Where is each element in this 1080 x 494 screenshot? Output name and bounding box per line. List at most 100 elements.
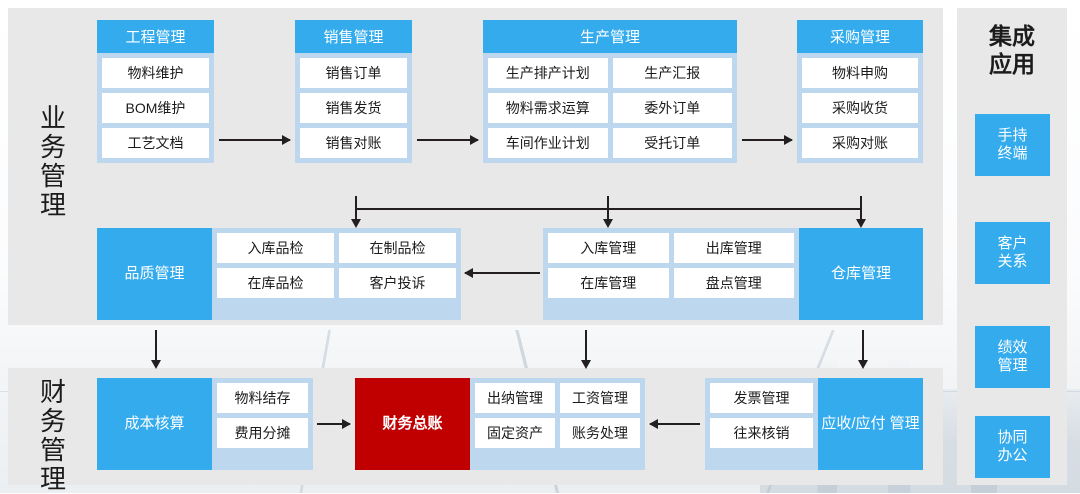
module-cell[interactable]: 出库管理 (673, 233, 794, 263)
app-tile-line: 协同 (997, 428, 1028, 446)
module-cell[interactable]: 账务处理 (560, 418, 640, 448)
module-cell[interactable]: 费用分摊 (217, 418, 308, 448)
module-cell[interactable]: 出纳管理 (475, 383, 555, 413)
module-row: 生产排产计划 生产汇报 (488, 58, 732, 88)
app-tile-line: 绩效 (997, 338, 1028, 356)
module-cell[interactable]: 工艺文档 (102, 128, 209, 158)
group-header-receivable-payable: 应收/应付 管理 (818, 378, 923, 470)
module-row: BOM维护 (102, 93, 209, 123)
module-row: 固定资产 账务处理 (475, 418, 640, 448)
group-quality-management[interactable]: 品质管理 入库品检 在制品检 在库品检 客户投诉 (97, 228, 461, 320)
business-label-char-2: 管 (39, 161, 66, 192)
module-cell[interactable]: 往来核销 (710, 418, 813, 448)
group-body-cost-accounting: 物料结存 费用分摊 (212, 378, 313, 470)
group-body-sales: 销售订单 销售发货 销售对账 (295, 53, 412, 163)
apps-title-line: 集成 (989, 23, 1035, 49)
module-row: 物料需求运算 委外订单 (488, 93, 732, 123)
business-label-char-3: 理 (39, 190, 66, 221)
group-general-ledger[interactable]: 财务总账 出纳管理 工资管理 固定资产 账务处理 (355, 378, 645, 470)
module-cell[interactable]: 物料需求运算 (488, 93, 608, 123)
group-production-management[interactable]: 生产管理 生产排产计划 生产汇报 物料需求运算 委外订单 车间作业计划 受托订单 (483, 20, 737, 163)
app-tile-customer-relationship[interactable]: 客户 关系 (975, 222, 1050, 284)
module-cell[interactable]: 物料申购 (802, 58, 918, 88)
module-cell[interactable]: 生产排产计划 (488, 58, 608, 88)
finance-label-char-0: 财 (39, 377, 66, 407)
module-cell[interactable]: 盘点管理 (673, 268, 794, 298)
module-cell[interactable]: 受托订单 (612, 128, 732, 158)
module-cell[interactable]: 委外订单 (612, 93, 732, 123)
finance-label-char-1: 务 (39, 406, 66, 437)
app-tile-line: 手持 (997, 126, 1028, 144)
arrow-warehouse-to-receivable-payable (858, 330, 868, 369)
module-row: 销售订单 (300, 58, 407, 88)
group-body-production: 生产排产计划 生产汇报 物料需求运算 委外订单 车间作业计划 受托订单 (483, 53, 737, 163)
module-row: 费用分摊 (217, 418, 308, 448)
group-body-purchase: 物料申购 采购收货 采购对账 (797, 53, 923, 163)
header-line: 管理 (889, 415, 920, 432)
group-receivable-payable-management[interactable]: 应收/应付 管理 发票管理 往来核销 (705, 378, 923, 470)
module-row: 入库管理 出库管理 (548, 233, 794, 263)
finance-label-char-2: 管 (39, 435, 66, 466)
module-cell[interactable]: BOM维护 (102, 93, 209, 123)
module-row: 在库品检 客户投诉 (217, 268, 456, 298)
arrow-receivable-payable-to-general-ledger (649, 419, 700, 429)
app-tile-line: 终端 (997, 145, 1028, 162)
module-cell[interactable]: 在制品检 (339, 233, 456, 263)
module-cell[interactable]: 采购对账 (802, 128, 918, 158)
module-row: 采购收货 (802, 93, 918, 123)
apps-title-line: 应用 (989, 51, 1035, 78)
business-label-char-1: 务 (39, 132, 66, 163)
module-cell[interactable]: 物料维护 (102, 58, 209, 88)
group-body-quality: 入库品检 在制品检 在库品检 客户投诉 (212, 228, 461, 320)
module-cell[interactable]: 发票管理 (710, 383, 813, 413)
app-tile-line: 办公 (997, 447, 1028, 464)
finance-management-label: 财 务 管 理 (36, 377, 70, 494)
group-body-engineering: 物料维护 BOM维护 工艺文档 (97, 53, 214, 163)
module-cell[interactable]: 销售发货 (300, 93, 407, 123)
arrow-bus-down-left (351, 208, 361, 228)
group-body-receivable-payable: 发票管理 往来核销 (705, 378, 818, 470)
module-row: 采购对账 (802, 128, 918, 158)
module-cell[interactable]: 入库管理 (548, 233, 669, 263)
header-line: 应收/应付 (821, 415, 886, 432)
module-cell[interactable]: 客户投诉 (339, 268, 456, 298)
module-cell[interactable]: 销售订单 (300, 58, 407, 88)
module-cell[interactable]: 销售对账 (300, 128, 407, 158)
group-purchase-management[interactable]: 采购管理 物料申购 采购收货 采购对账 (797, 20, 923, 163)
module-row: 入库品检 在制品检 (217, 233, 456, 263)
group-sales-management[interactable]: 销售管理 销售订单 销售发货 销售对账 (295, 20, 412, 163)
app-tile-performance-management[interactable]: 绩效 管理 (975, 326, 1050, 388)
arrow-quality-to-cost-accounting (151, 330, 161, 369)
group-cost-accounting[interactable]: 成本核算 物料结存 费用分摊 (97, 378, 313, 470)
module-cell[interactable]: 在库管理 (548, 268, 669, 298)
arrow-bus-down-middle (603, 208, 613, 228)
integrated-applications-title: 集成 应用 (957, 22, 1067, 78)
group-header-purchase: 采购管理 (797, 20, 923, 53)
arrow-engineering-to-sales (219, 135, 291, 145)
arrow-production-to-purchase (742, 135, 793, 145)
module-cell[interactable]: 入库品检 (217, 233, 334, 263)
group-body-general-ledger: 出纳管理 工资管理 固定资产 账务处理 (470, 378, 645, 470)
module-row: 销售发货 (300, 93, 407, 123)
group-warehouse-management[interactable]: 仓库管理 入库管理 出库管理 在库管理 盘点管理 (543, 228, 923, 320)
group-header-production: 生产管理 (483, 20, 737, 53)
module-cell[interactable]: 固定资产 (475, 418, 555, 448)
module-row: 物料结存 (217, 383, 308, 413)
app-tile-collaborative-office[interactable]: 协同 办公 (975, 416, 1050, 478)
business-management-label: 业 务 管 理 (36, 103, 70, 221)
module-row: 在库管理 盘点管理 (548, 268, 794, 298)
module-row: 销售对账 (300, 128, 407, 158)
app-tile-line: 管理 (997, 357, 1028, 374)
module-cell[interactable]: 采购收货 (802, 93, 918, 123)
group-engineering-management[interactable]: 工程管理 物料维护 BOM维护 工艺文档 (97, 20, 214, 163)
app-tile-handheld-terminal[interactable]: 手持 终端 (975, 114, 1050, 176)
module-cell[interactable]: 车间作业计划 (488, 128, 608, 158)
module-cell[interactable]: 物料结存 (217, 383, 308, 413)
group-header-quality: 品质管理 (97, 228, 212, 320)
module-cell[interactable]: 在库品检 (217, 268, 334, 298)
connector-bus-stub-production (607, 196, 609, 209)
arrow-warehouse-to-general-ledger (581, 330, 591, 369)
arrow-cost-accounting-to-general-ledger (317, 419, 351, 429)
module-cell[interactable]: 生产汇报 (612, 58, 732, 88)
module-cell[interactable]: 工资管理 (560, 383, 640, 413)
